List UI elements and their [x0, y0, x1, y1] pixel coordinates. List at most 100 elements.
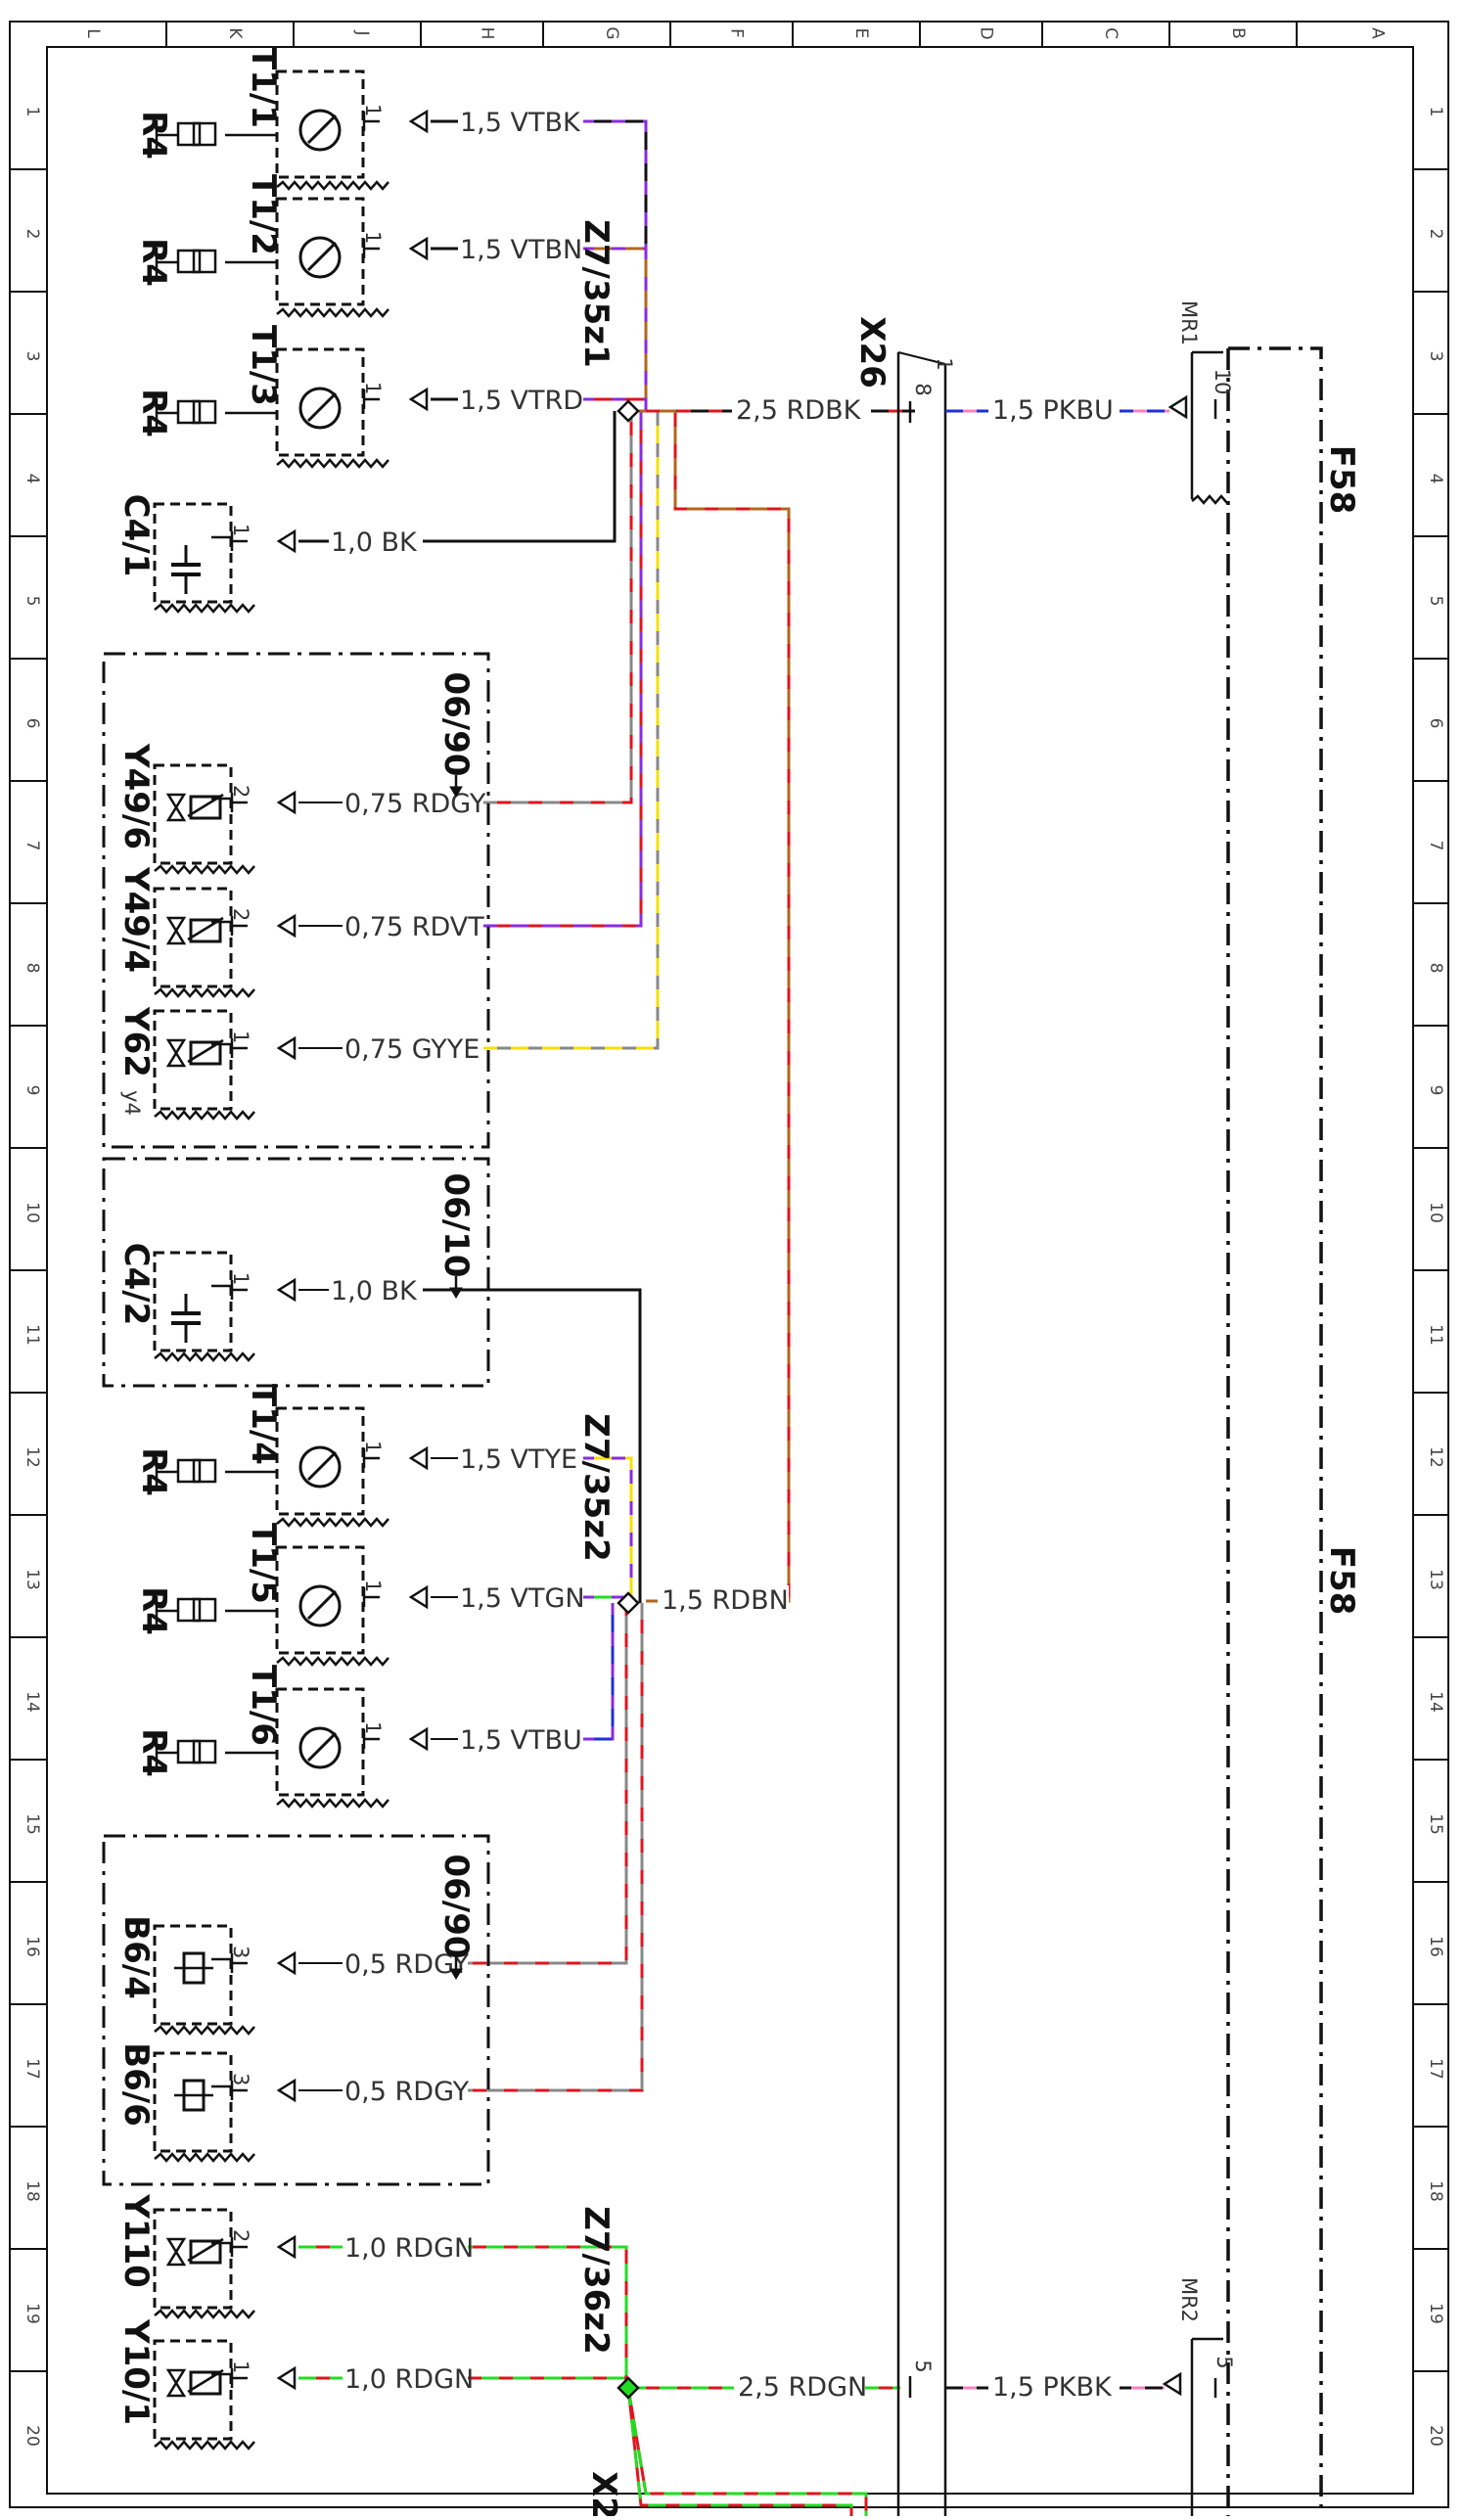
row-label-left: 19 — [23, 2303, 42, 2324]
page-ref-arrow-icon — [449, 1287, 463, 1299]
pin-number: 1 — [361, 1721, 385, 1734]
wire-label-bg — [343, 2233, 468, 2263]
wire-label-rdbn: 1,5 RDBN — [662, 1585, 789, 1616]
connector-arrow-icon — [276, 1950, 297, 1976]
sensor-symbol-icon — [298, 1445, 342, 1489]
connector-arrow-icon — [276, 2078, 297, 2103]
pin-number: 3 — [229, 2073, 252, 2085]
ground-label: R4 — [134, 1728, 173, 1777]
connector-arrow-icon — [408, 1726, 429, 1752]
component-label: C4/1 — [116, 494, 156, 577]
row-label-right: 12 — [1426, 1446, 1445, 1468]
connector-mr1: MR1 — [1177, 300, 1201, 345]
ground-label: R4 — [134, 111, 173, 160]
solenoid-icon — [189, 1040, 222, 1066]
wire-label-bg — [988, 2372, 1120, 2402]
wire-12-stripe — [455, 1603, 644, 2092]
component-label: T1/1 — [244, 47, 283, 128]
sensor-box — [275, 1545, 365, 1655]
valve-icon — [165, 2237, 187, 2267]
solenoid-icon — [189, 918, 222, 943]
component-label: T1/3 — [244, 325, 283, 406]
splice-label-1: Z7/35z1 — [576, 219, 616, 368]
wire-label-0: 1,5 VTBK — [460, 108, 581, 138]
component-label: Y110 — [116, 2193, 156, 2288]
connector-mr1-pin: 10 — [1211, 369, 1234, 395]
splice-label-2: Z7/35z2 — [576, 1413, 616, 1562]
pin-number: 1 — [229, 1272, 252, 1285]
row-label-right: 18 — [1426, 2180, 1445, 2202]
wire-label-pkbu: 1,5 PKBU — [992, 395, 1114, 426]
ground-plug-icon — [176, 399, 202, 425]
connector-arrow-icon — [276, 2365, 297, 2391]
ground-plug-icon — [176, 121, 202, 147]
wire-10-stripe — [563, 1603, 615, 1741]
component-label: T1/4 — [244, 1384, 283, 1465]
sensor-symbol-icon — [306, 241, 338, 272]
connector-arrow-icon — [276, 790, 297, 815]
wire-label-4: 0,75 RDGY — [344, 789, 486, 819]
component-sublabel: y4 — [120, 1090, 144, 1116]
component-box — [153, 2339, 233, 2441]
component-box — [153, 763, 233, 865]
component-box — [153, 2208, 233, 2310]
column-label: K — [225, 27, 245, 39]
row-label-right: 1 — [1426, 107, 1445, 117]
harness-wave — [276, 1798, 389, 1809]
component-label: Y10/1 — [116, 2318, 156, 2425]
pin-number: 1 — [361, 1441, 385, 1453]
wire-label-bg — [458, 235, 583, 264]
component-label: C4/2 — [116, 1243, 156, 1326]
splice-icon — [617, 2376, 640, 2400]
pin-number: 1 — [361, 231, 385, 244]
row-label-left: 9 — [23, 1085, 42, 1096]
component-y110: Y110 2 — [116, 2193, 297, 2319]
splice-icon — [617, 1591, 640, 1615]
row-label-right: 3 — [1426, 351, 1445, 362]
wire-label-2: 1,5 VTRD — [460, 386, 583, 416]
pin-number: 2 — [229, 785, 252, 798]
pin-number: 1 — [229, 1031, 252, 1043]
column-label: A — [1368, 27, 1388, 39]
row-label-left: 15 — [23, 1813, 42, 1835]
column-label: G — [602, 26, 621, 39]
ground-plug-icon — [192, 1597, 217, 1623]
component-box — [153, 887, 233, 988]
wire-label-bg — [734, 2372, 865, 2402]
sensor-box — [275, 347, 365, 457]
page-ref-b: 06/10 — [436, 1172, 476, 1277]
harness-wave — [154, 2440, 255, 2451]
valve-icon — [165, 793, 187, 822]
row-label-right: 15 — [1426, 1813, 1445, 1835]
harness-wave — [276, 1517, 389, 1528]
row-label-left: 20 — [23, 2425, 42, 2447]
ground-label: R4 — [134, 389, 173, 437]
pin-number: 1 — [361, 382, 385, 394]
sensor-symbol-icon — [298, 387, 342, 430]
column-label: D — [977, 26, 996, 39]
wire-label-bg — [343, 1949, 468, 1979]
f58-boundary — [1228, 346, 1323, 2516]
row-label-right: 5 — [1426, 596, 1445, 607]
harness-wave — [154, 864, 255, 875]
pin-number: 2 — [229, 2229, 252, 2242]
wire-label-bg — [329, 527, 423, 557]
component-label: B6/4 — [116, 1915, 156, 1999]
ground-label: R4 — [134, 1586, 173, 1635]
ground-plug-icon — [192, 399, 217, 425]
column-label: H — [478, 27, 497, 40]
ground-plug-icon — [176, 1597, 202, 1623]
pin-number: 2 — [229, 908, 252, 921]
harness-wave — [154, 603, 255, 614]
wire-label-11: 0,5 RDGY — [344, 1949, 470, 1980]
frame-outer — [9, 21, 1449, 2508]
wire-label-rdbk: 2,5 RDBK — [736, 395, 862, 426]
row-label-left: 1 — [23, 107, 42, 117]
wire-6-stripe — [480, 411, 660, 1050]
